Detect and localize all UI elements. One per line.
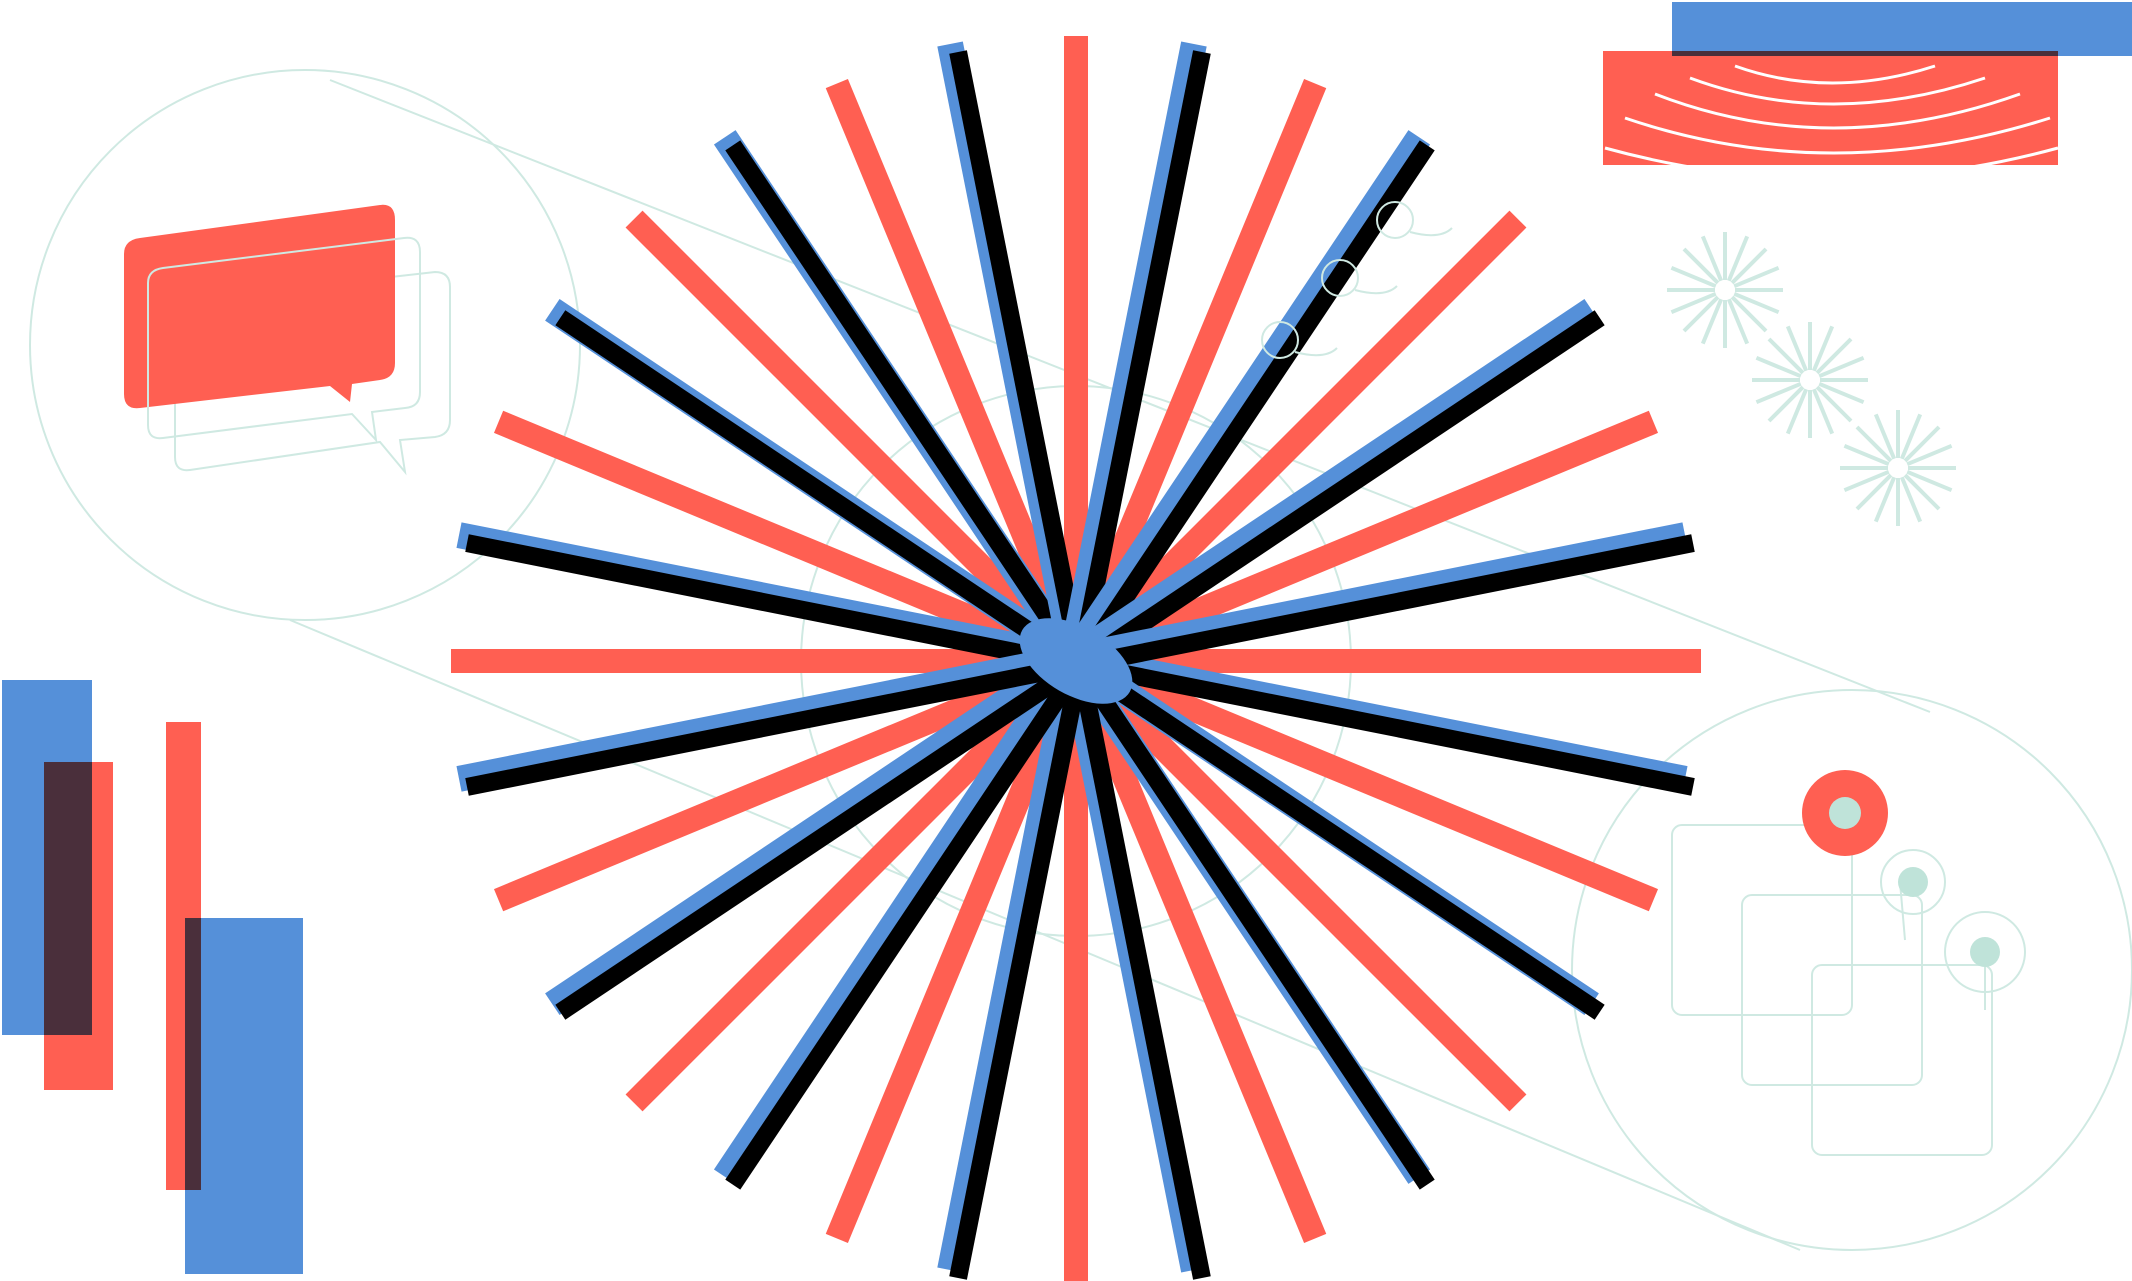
node-ring-bottom xyxy=(1944,911,2026,993)
left-lower-overlap xyxy=(185,918,201,1190)
sparkle-icons xyxy=(1667,232,1956,526)
chat-bubble-front xyxy=(124,204,395,409)
chat-bubble-outline-middle xyxy=(147,236,421,444)
left-bottom-blocks xyxy=(2,680,303,1274)
top-right-red-block xyxy=(1603,51,2058,165)
left-outline-circle xyxy=(29,69,581,621)
sparkle-icon xyxy=(1667,232,1783,348)
starburst xyxy=(451,36,1701,1281)
node-dot-bottom xyxy=(1970,937,2000,967)
left-overlap-block xyxy=(44,762,92,1035)
top-right-arcs xyxy=(1604,64,2059,181)
connected-nodes-icon xyxy=(1671,770,2026,1156)
left-lower-blue-block xyxy=(185,918,303,1274)
starburst-hub xyxy=(1019,618,1133,704)
right-outline-circle xyxy=(1571,689,2132,1251)
chain-links xyxy=(1261,201,1453,359)
node-ring-middle xyxy=(1880,849,1946,915)
sparkle-icon xyxy=(1752,322,1868,438)
chat-bubbles-icon xyxy=(124,204,451,476)
top-right-blue-block xyxy=(1672,2,2132,56)
node-dot-middle xyxy=(1898,867,1928,897)
top-right-overlap xyxy=(1672,51,2058,56)
top-right-blocks xyxy=(1603,2,2132,181)
node-frames xyxy=(1671,807,2026,1156)
node-dot-top xyxy=(1829,797,1861,829)
sparkle-icon xyxy=(1840,410,1956,526)
